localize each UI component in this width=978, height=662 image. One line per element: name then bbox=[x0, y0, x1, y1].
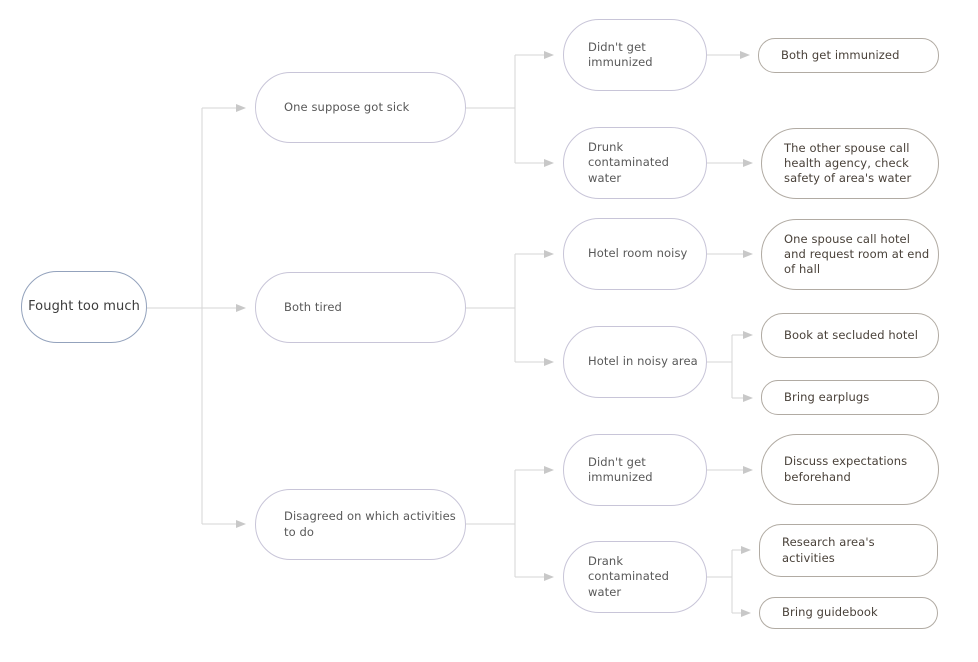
node-label: Drunk contaminated water bbox=[588, 140, 670, 185]
node-label: Hotel in noisy area bbox=[588, 354, 698, 369]
node-fought-too-much[interactable]: Fought too much bbox=[21, 271, 147, 343]
node-label: Bring guidebook bbox=[782, 605, 878, 620]
node-book-secluded-hotel[interactable]: Book at secluded hotel bbox=[761, 313, 939, 358]
node-label: Book at secluded hotel bbox=[784, 327, 918, 342]
node-bring-guidebook[interactable]: Bring guidebook bbox=[759, 597, 938, 629]
edge-root-trunk bbox=[147, 108, 203, 524]
node-label: One spouse call hotel and request room a… bbox=[784, 231, 930, 277]
node-hotel-room-noisy[interactable]: Hotel room noisy bbox=[563, 218, 707, 290]
node-didnt-get-immunized-1[interactable]: Didn't get immunized bbox=[563, 19, 707, 91]
node-call-health-agency[interactable]: The other spouse call health agency, che… bbox=[761, 128, 939, 199]
node-label: Disagreed on which activities to do bbox=[284, 509, 456, 539]
node-disagreed-activities[interactable]: Disagreed on which activities to do bbox=[255, 489, 466, 560]
node-research-activities[interactable]: Research area's activities bbox=[759, 524, 938, 577]
edge-drank-water-trunk bbox=[707, 550, 733, 613]
node-label: Research area's activities bbox=[782, 535, 875, 565]
node-label: Didn't get immunized bbox=[588, 454, 653, 484]
node-label: Bring earplugs bbox=[784, 389, 870, 404]
node-call-hotel-request-room[interactable]: One spouse call hotel and request room a… bbox=[761, 219, 939, 290]
node-drunk-contaminated-water[interactable]: Drunk contaminated water bbox=[563, 127, 707, 199]
node-hotel-in-noisy-area[interactable]: Hotel in noisy area bbox=[563, 326, 707, 398]
edge-disagreed-trunk bbox=[466, 470, 516, 577]
node-label: Hotel room noisy bbox=[588, 246, 688, 261]
node-both-get-immunized[interactable]: Both get immunized bbox=[758, 38, 939, 73]
node-label: Fought too much bbox=[28, 299, 140, 315]
node-bring-earplugs[interactable]: Bring earplugs bbox=[761, 380, 939, 415]
node-drank-contaminated-water[interactable]: Drank contaminated water bbox=[563, 541, 707, 613]
edge-got-sick-trunk bbox=[466, 55, 516, 163]
node-one-suppose-got-sick[interactable]: One suppose got sick bbox=[255, 72, 466, 143]
node-label: Discuss expectations beforehand bbox=[784, 454, 908, 484]
node-label: Didn't get immunized bbox=[588, 39, 653, 69]
edge-both-tired-trunk bbox=[466, 254, 516, 362]
node-both-tired[interactable]: Both tired bbox=[255, 272, 466, 343]
node-label: Both tired bbox=[284, 299, 342, 314]
node-label: Drank contaminated water bbox=[588, 554, 670, 599]
node-discuss-expectations[interactable]: Discuss expectations beforehand bbox=[761, 434, 939, 505]
node-label: Both get immunized bbox=[781, 47, 900, 62]
node-label: The other spouse call health agency, che… bbox=[784, 140, 912, 186]
edge-noisy-area-trunk bbox=[707, 335, 733, 398]
node-label: One suppose got sick bbox=[284, 99, 410, 114]
node-didnt-get-immunized-2[interactable]: Didn't get immunized bbox=[563, 434, 707, 506]
